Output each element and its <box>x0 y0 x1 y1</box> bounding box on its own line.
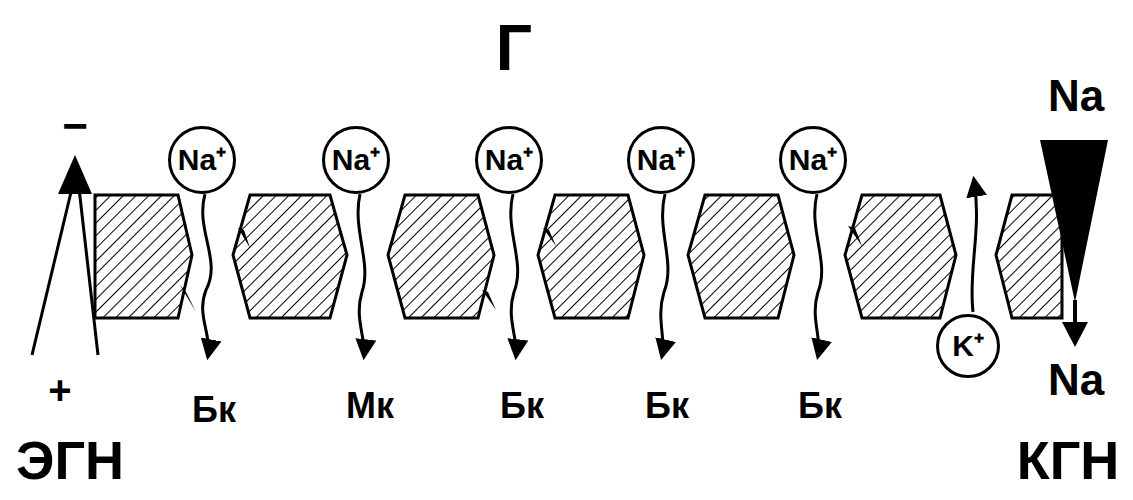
ion-circle: Na⁺ <box>627 126 695 194</box>
ion-circle: Na⁺ <box>475 126 543 194</box>
ion-label: Na⁺ <box>637 145 685 175</box>
label-text: ЭГН <box>16 433 124 487</box>
ion-label: Na⁺ <box>485 145 533 175</box>
ion-circle: Na⁺ <box>779 126 847 194</box>
ion-label: K⁺ <box>952 331 984 361</box>
label-text: + <box>48 370 71 410</box>
ion-circle: Na⁺ <box>168 126 236 194</box>
label-text: Бк <box>500 388 544 424</box>
ion-circle: Na⁺ <box>322 126 390 194</box>
label-text: − <box>62 104 88 148</box>
cell <box>538 195 644 318</box>
cell <box>95 195 192 318</box>
label-text: Бк <box>645 388 689 424</box>
label-text: Na <box>1048 74 1104 118</box>
cell <box>388 195 494 318</box>
ion-label: Na⁺ <box>332 145 380 175</box>
ion-circle: K⁺ <box>936 314 1000 378</box>
label-text: Na <box>1048 358 1104 402</box>
cell <box>845 195 956 318</box>
label-text: Мк <box>346 388 394 424</box>
junction-marks <box>180 226 862 312</box>
transport-arrows <box>203 180 977 356</box>
label-text: КГН <box>1017 433 1120 487</box>
ion-label: Na⁺ <box>789 145 837 175</box>
cell <box>688 195 794 318</box>
cell <box>233 195 347 318</box>
label-text: Г <box>496 16 532 80</box>
gradient-arrow <box>1040 140 1108 347</box>
label-text: Бк <box>192 392 236 428</box>
potential-arrow <box>32 155 98 355</box>
cell-row <box>95 195 1062 318</box>
ion-label: Na⁺ <box>178 145 226 175</box>
label-text: Бк <box>798 388 842 424</box>
cell <box>996 195 1062 318</box>
